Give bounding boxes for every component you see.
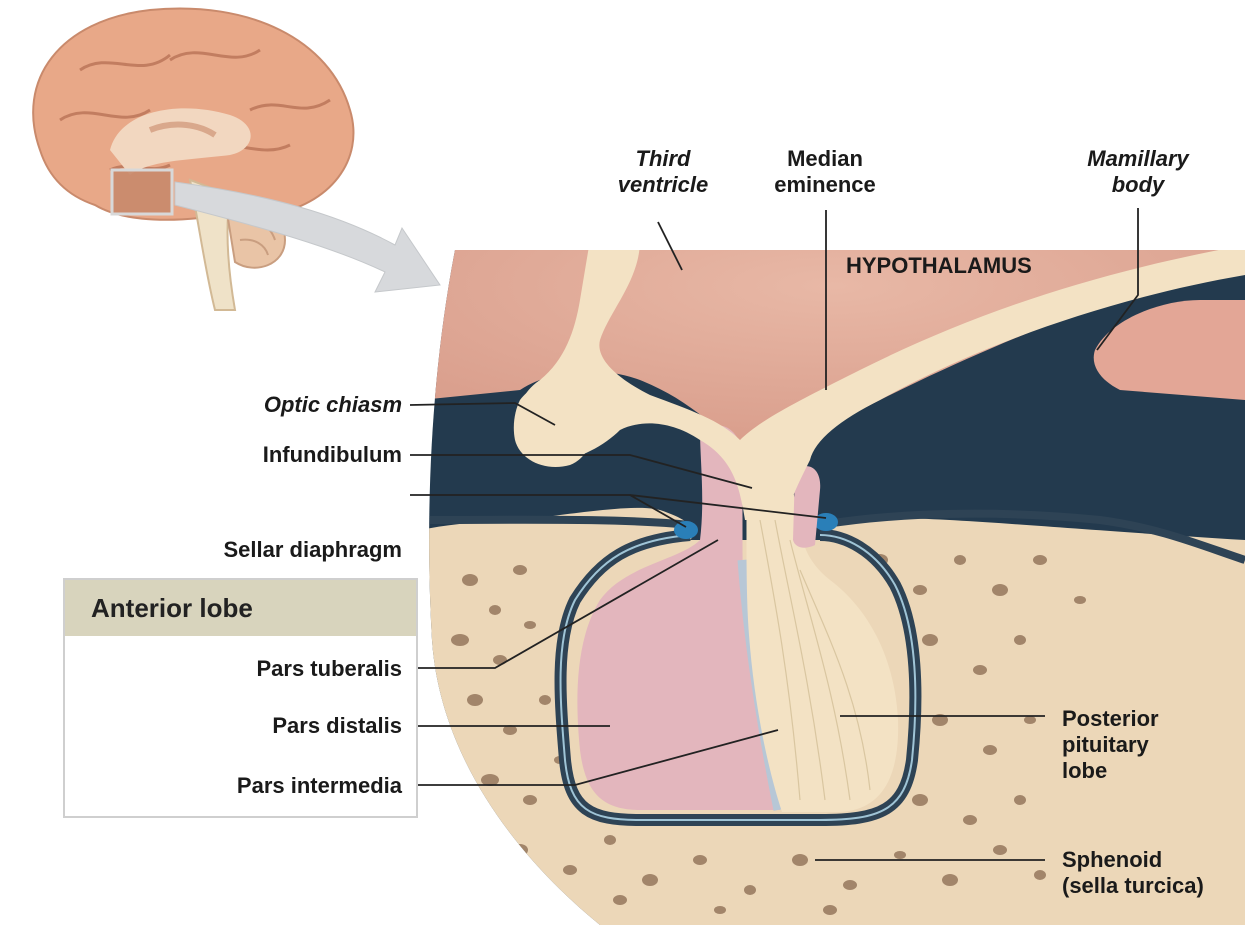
label-infundibulum: Infundibulum — [180, 442, 402, 468]
label-third-ventricle: Third ventricle — [598, 146, 728, 198]
label-posterior-pituitary-lobe: Posterior pituitary lobe — [1062, 706, 1159, 784]
anterior-lobe-title: Anterior lobe — [91, 593, 253, 624]
anterior-lobe-header: Anterior lobe — [65, 580, 416, 636]
label-median-eminence: Median eminence — [755, 146, 895, 198]
label-hypothalamus: HYPOTHALAMUS — [846, 253, 1032, 279]
label-pars-tuberalis: Pars tuberalis — [150, 656, 402, 682]
cross-section — [420, 240, 1245, 925]
brain-sagittal-inset — [33, 8, 353, 310]
label-pars-intermedia: Pars intermedia — [150, 773, 402, 799]
label-optic-chiasm: Optic chiasm — [180, 392, 402, 418]
label-mamillary-body: Mamillary body — [1068, 146, 1208, 198]
label-sphenoid: Sphenoid (sella turcica) — [1062, 847, 1204, 899]
label-sellar-diaphragm: Sellar diaphragm — [150, 537, 402, 563]
label-pars-distalis: Pars distalis — [150, 713, 402, 739]
